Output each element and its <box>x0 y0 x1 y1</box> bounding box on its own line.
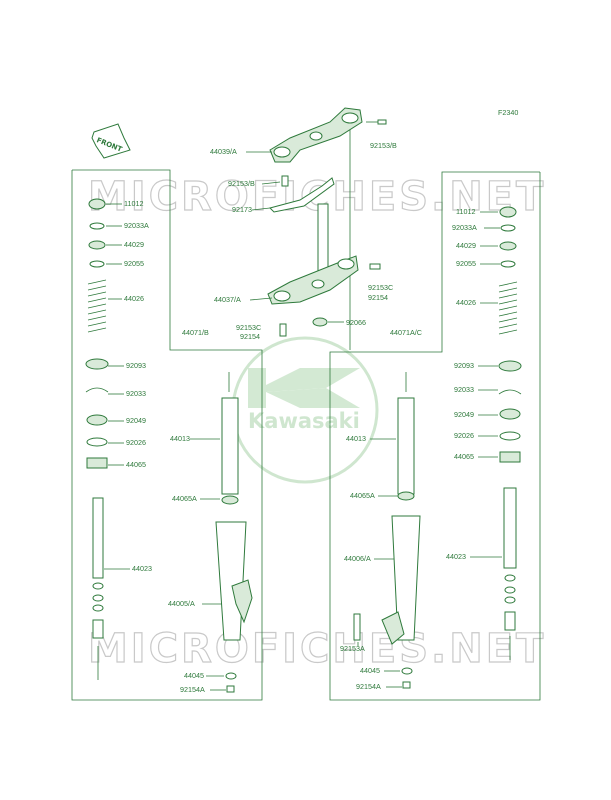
label-right-92033: 92033 <box>454 385 474 394</box>
label-right-44045: 44045 <box>360 666 380 675</box>
bolt-92153C-lower <box>279 323 287 337</box>
label-left-44065A: 44065A <box>172 494 197 503</box>
label-92153C: 92153C <box>368 283 393 292</box>
nut-92066 <box>312 317 328 327</box>
label-92153C-lower: 92153C <box>236 323 261 332</box>
front-arrow-icon: FRONT <box>91 123 131 159</box>
label-right-11012: 11012 <box>456 207 475 216</box>
label-right-44026: 44026 <box>456 298 476 307</box>
bolt-92153B-small <box>281 175 289 187</box>
right-outer-tube-44006A <box>353 515 421 689</box>
watermark-bottom: MICROFICHES.NET <box>88 626 546 672</box>
right-fork-frame <box>329 171 541 701</box>
cable-guide-92173 <box>269 177 335 213</box>
label-44039A: 44039/A <box>210 147 237 156</box>
label-92153B-small: 92153/B <box>228 179 255 188</box>
label-92066: 92066 <box>346 318 366 327</box>
label-44037A: 44037/A <box>214 295 241 304</box>
label-left-44026: 44026 <box>124 294 144 303</box>
steering-stem-44037 <box>267 203 359 305</box>
label-right-44029: 44029 <box>456 241 476 250</box>
label-right-44013: 44013 <box>346 434 366 443</box>
label-right-92049: 92049 <box>454 410 474 419</box>
label-right-92026: 92026 <box>454 431 474 440</box>
watermark-top: MICROFICHES.NET <box>88 174 546 220</box>
label-right-44065: 44065 <box>454 452 474 461</box>
label-left-44005A: 44005/A <box>168 599 195 608</box>
label-right-92153A: 92153A <box>340 644 365 653</box>
label-left-92154A: 92154A <box>180 685 205 694</box>
bolt-92153C <box>369 263 381 270</box>
label-left-44029: 44029 <box>124 240 144 249</box>
label-left-44065: 44065 <box>126 460 146 469</box>
right-inner-tube-44013 <box>397 397 415 501</box>
label-left-92093: 92093 <box>126 361 146 370</box>
label-right-44065A: 44065A <box>350 491 375 500</box>
label-right-92055: 92055 <box>456 259 476 268</box>
label-right-92093: 92093 <box>454 361 474 370</box>
label-44071AC: 44071A/C <box>390 328 422 337</box>
logo-text: Kawasaki <box>248 409 360 433</box>
label-left-44045: 44045 <box>184 671 204 680</box>
label-right-92033A: 92033A <box>452 223 477 232</box>
label-left-92055: 92055 <box>124 259 144 268</box>
upper-bracket-44039 <box>269 107 363 163</box>
label-left-44023: 44023 <box>132 564 152 573</box>
figure-code: F2340 <box>498 108 518 117</box>
label-right-44023: 44023 <box>446 552 466 561</box>
left-column-parts <box>85 198 109 680</box>
label-left-92033A: 92033A <box>124 221 149 230</box>
label-right-44006A: 44006/A <box>344 554 371 563</box>
label-92153B: 92153/B <box>370 141 397 150</box>
label-44071B: 44071/B <box>182 328 209 337</box>
label-left-44013: 44013 <box>170 434 190 443</box>
kawasaki-logo: Kawasaki <box>231 336 379 484</box>
label-left-11012: 11012 <box>124 199 143 208</box>
label-92154: 92154 <box>368 293 388 302</box>
bolt-92153B <box>366 119 387 125</box>
right-column-parts <box>498 206 522 660</box>
label-right-92154A: 92154A <box>356 682 381 691</box>
label-left-92033: 92033 <box>126 389 146 398</box>
left-fork-frame <box>71 169 263 701</box>
label-92154-lower: 92154 <box>240 332 260 341</box>
label-left-92026: 92026 <box>126 438 146 447</box>
label-left-92049: 92049 <box>126 416 146 425</box>
left-outer-tube-44005A <box>215 521 253 693</box>
left-inner-tube-44013 <box>221 397 239 505</box>
label-92173: 92173 <box>232 205 252 214</box>
